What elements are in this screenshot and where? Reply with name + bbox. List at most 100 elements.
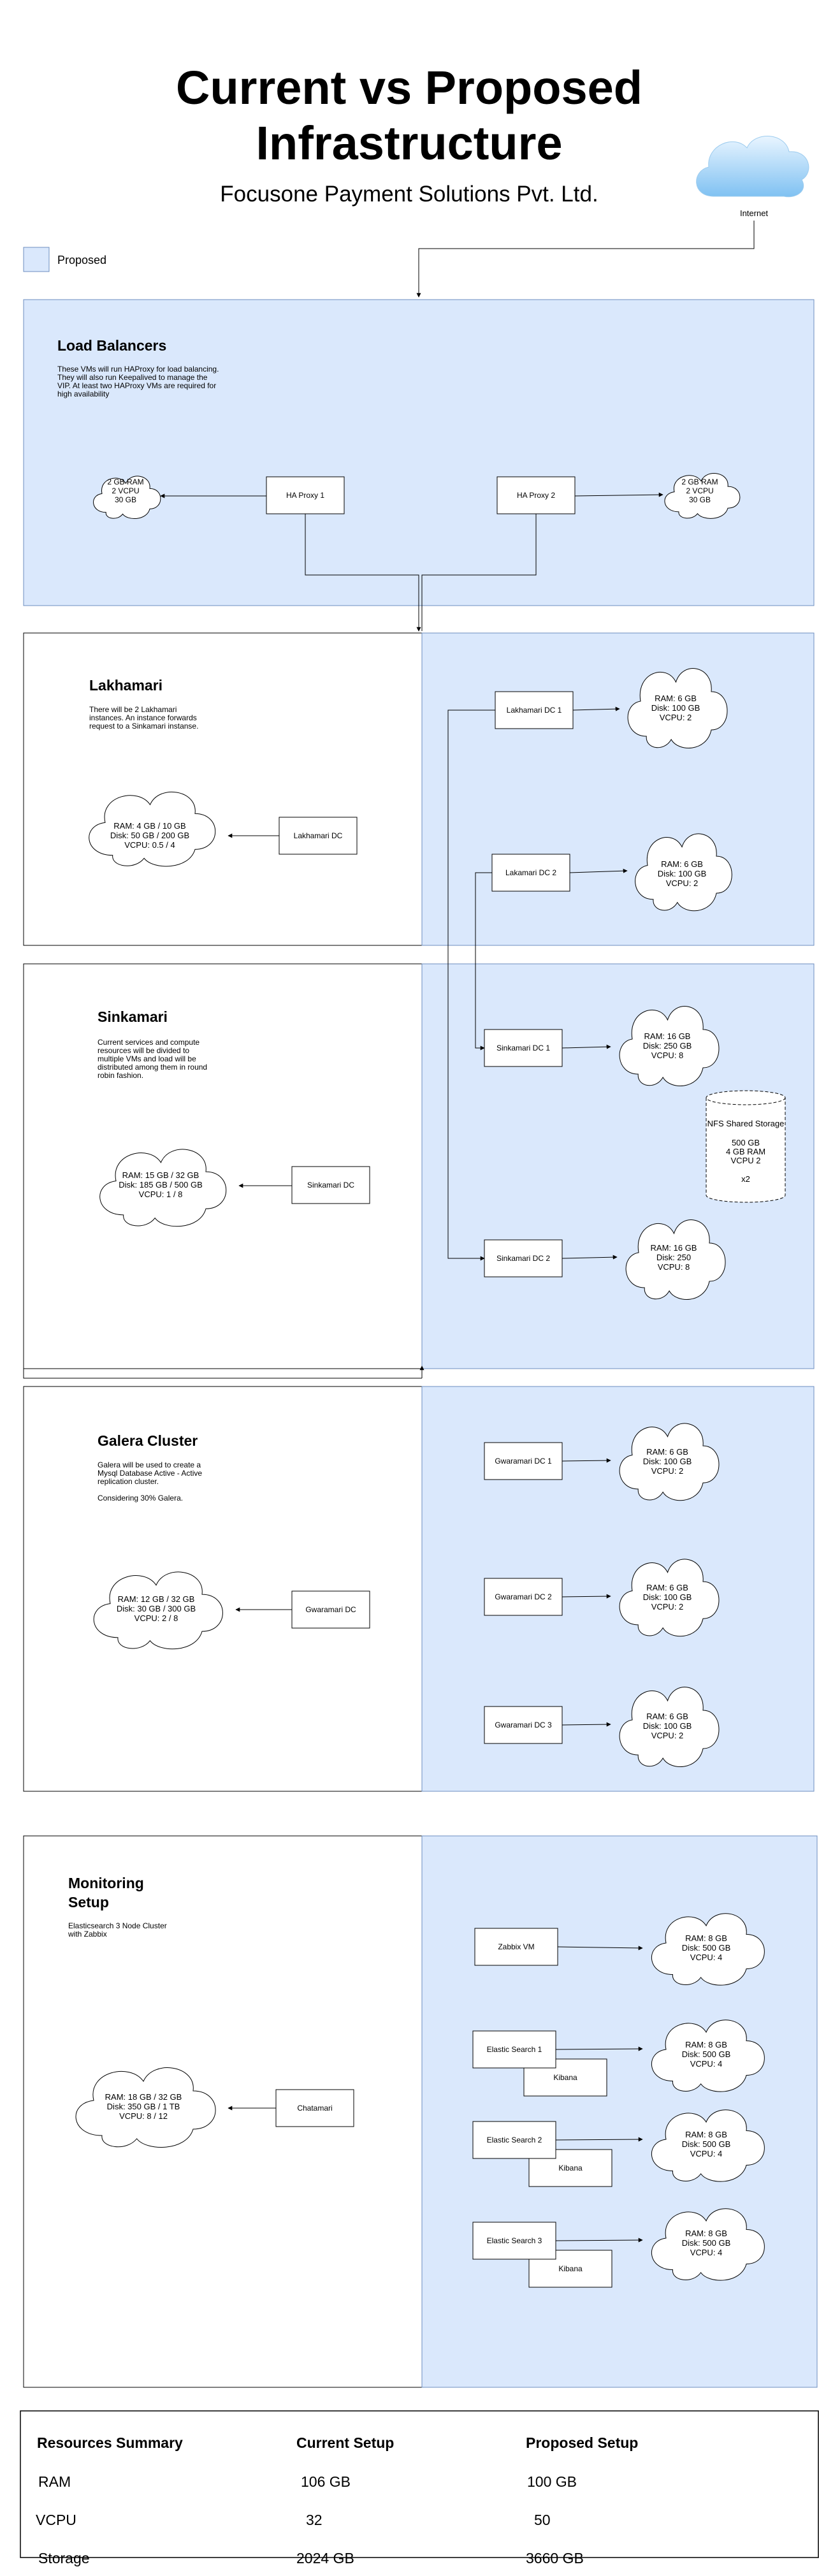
sinkamari-dc-2-box [484,1239,563,1277]
gwaramari-dc-box [291,1590,370,1629]
lakhamari-current-cloud-line-3: VCPU: 0.5 / 4 [124,840,175,850]
summary-row-ram-proposed: 100 GB [527,2473,577,2490]
title-line-1: Current vs Proposed [176,61,642,114]
summary-row-storage-current: 2024 GB [296,2550,354,2566]
route-lakh-dc1-to-sink [447,709,495,1261]
galera-desc-2: Mysql Database Active - Active [98,1469,202,1478]
sinkamari-dc-1-label: Sinkamari DC 1 [496,1044,550,1052]
lakhamari-proposed-section [421,632,815,946]
summary-row-vcpu-current: 32 [306,2512,323,2528]
gwaramari-dc-2-cloud-line-2: Disk: 100 GB [643,1592,692,1602]
sinkamari-desc-1: Current services and compute [98,1038,199,1047]
monitoring-desc-1: Elasticsearch 3 Node Cluster [68,1921,167,1930]
gwaramari-dc-1-label: Gwaramari DC 1 [495,1457,552,1466]
title-line-2: Infrastructure [256,117,562,170]
gwaramari-dc-2-cloud-line-3: VCPU: 2 [651,1602,684,1612]
lakhamari-current-cloud-line-1: RAM: 4 GB / 10 GB [113,821,185,831]
kibana-3-label: Kibana [558,2264,583,2273]
monitoring-current-cloud-line-2: Disk: 350 GB / 1 TB [107,2102,180,2111]
lakhamari-dc-1-box [495,691,574,729]
gwaramari-dc-1-cloud-line-1: RAM: 6 GB [646,1447,688,1457]
es-2-cloud-line-2: Disk: 500 GB [682,2139,731,2149]
gwaramari-dc-1-box [484,1442,563,1480]
legend-swatch [23,247,50,272]
es-1-cloud-line-1: RAM: 8 GB [685,2040,727,2049]
sinkamari-dc-2-cloud-line-1: RAM: 16 GB [651,1243,697,1253]
nfs-line-3: 500 GB [732,1138,760,1147]
lakhamari-dc-1-cloud-line-1: RAM: 6 GB [655,694,697,703]
es-2-cloud-line-3: VCPU: 4 [690,2149,723,2158]
sinkamari-desc-3: multiple VMs and load will be [98,1054,196,1063]
lb-desc-1: These VMs will run HAProxy for load bala… [57,365,219,374]
lakhamari-desc-1: There will be 2 Lakhamari [89,705,177,714]
sinkamari-dc-1-cloud-line-3: VCPU: 8 [651,1051,684,1060]
summary-table [20,2410,819,2558]
sinkamari-dc-1-cloud-line-1: RAM: 16 GB [644,1031,691,1041]
lb-cloud-2-line-2: 2 VCPU [686,486,713,495]
sinkamari-current-cloud-line-1: RAM: 15 GB / 32 GB [122,1170,199,1180]
sinkamari-dc-1-cloud-line-2: Disk: 250 GB [643,1041,692,1051]
lb-cloud-1-line-1: 2 GB RAM [107,477,143,486]
subtitle: Focusone Payment Solutions Pvt. Ltd. [220,182,598,207]
galera-current-cloud-line-1: RAM: 12 GB / 32 GB [118,1594,195,1604]
monitoring-current-cloud-line-1: RAM: 18 GB / 32 GB [105,2092,182,2102]
summary-header-proposed: Proposed Setup [526,2434,638,2451]
summary-header-current: Current Setup [296,2434,394,2451]
chatamari-label: Chatamari [297,2104,332,2113]
monitoring-desc-2: with Zabbix [68,1930,107,1939]
gwaramari-dc-1-cloud-line-3: VCPU: 2 [651,1466,684,1476]
lakhamari-dc-1-label: Lakhamari DC 1 [507,706,562,715]
route-lakh-dc2-to-sink [475,872,492,1051]
es-3-cloud-line-3: VCPU: 4 [690,2248,723,2257]
ha-proxy-1-label: HA Proxy 1 [286,491,324,500]
nfs-storage-cylinder-icon [706,1090,786,1203]
galera-current-cloud-line-3: VCPU: 2 / 8 [134,1613,178,1623]
lb-desc-4: high availability [57,389,109,398]
lb-desc-2: They will also run Keepalived to manage … [57,373,208,382]
sinkamari-dc-box [291,1166,370,1204]
sinkamari-dc-1-arrow [562,1044,611,1049]
sinkamari-desc-2: resources will be divided to [98,1046,189,1055]
gwaramari-dc-1-cloud-line-2: Disk: 100 GB [643,1457,692,1466]
summary-row-ram-name: RAM [38,2473,71,2490]
gwaramari-dc-2-cloud-line-1: RAM: 6 GB [646,1583,688,1592]
kibana-2-label: Kibana [558,2164,583,2172]
gwaramari-dc-1-arrow [562,1458,611,1463]
es-2-cloud-line-1: RAM: 8 GB [685,2130,727,2139]
lakhamari-dc-2-cloud-line-2: Disk: 100 GB [658,869,707,878]
load-balancers-section [23,299,815,606]
elastic-search-3-label: Elastic Search 3 [487,2236,542,2245]
gwaramari-dc-3-cloud-line-3: VCPU: 2 [651,1731,684,1740]
lakhamari-dc-2-cloud-line-1: RAM: 6 GB [661,859,703,869]
sink-to-galera-connector [23,1369,422,1379]
legend-label: Proposed [57,254,106,266]
summary-row-storage-name: Storage [38,2550,90,2566]
lakhamari-dc-2-cloud-line-3: VCPU: 2 [666,878,699,888]
sinkamari-dc-2-cloud-line-3: VCPU: 8 [658,1262,690,1272]
lakhamari-dc-2-label: Lakamari DC 2 [505,868,556,877]
monitoring-title-2: Setup [68,1894,109,1910]
summary-header-resources: Resources Summary [37,2434,183,2451]
internet-label: Internet [740,208,768,218]
lb-cloud-2-line-3: 30 GB [689,495,711,504]
gwaramari-dc-3-cloud-line-2: Disk: 100 GB [643,1721,692,1731]
lb-cloud-1-line-3: 30 GB [115,495,136,504]
lb-cloud-2-line-1: 2 GB RAM [681,477,718,486]
lakhamari-dc-1-arrow [572,706,620,711]
elastic-search-2-box [472,2121,556,2159]
lakhamari-dc-1-cloud-line-3: VCPU: 2 [660,713,692,722]
lb-proxy-1-connector [305,514,421,632]
monitoring-current-cloud-line-3: VCPU: 8 / 12 [119,2111,168,2121]
zabbix-vm-label: Zabbix VM [498,1942,534,1951]
galera-desc-1: Galera will be used to create a [98,1460,201,1469]
summary-row-vcpu-proposed: 50 [534,2512,551,2528]
zabbix-cloud-line-1: RAM: 8 GB [685,1933,727,1943]
lakhamari-dc-2-arrow [569,868,628,873]
nfs-line-7: x2 [741,1174,750,1184]
es-2-arrow [555,2137,643,2142]
elastic-search-3-box [472,2222,556,2260]
nfs-line-4: 4 GB RAM [726,1147,765,1156]
gwaramari-dc-2-label: Gwaramari DC 2 [495,1592,552,1601]
lakhamari-current-cloud-line-2: Disk: 50 GB / 200 GB [110,831,189,840]
